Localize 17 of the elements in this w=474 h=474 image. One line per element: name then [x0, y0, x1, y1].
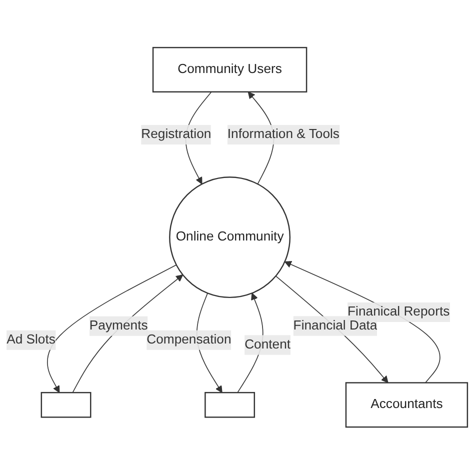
- node-box: [40, 392, 92, 418]
- edge-label: Registration: [141, 127, 212, 141]
- arrow: [47, 264, 177, 393]
- arrow: [284, 260, 440, 383]
- node-circle: Online Community: [169, 176, 291, 298]
- arrow: [72, 274, 184, 393]
- node-box: Accountants: [345, 382, 468, 428]
- edge-label: Compensation: [146, 332, 232, 346]
- edge-label: Financial Data: [293, 318, 378, 332]
- edge-label: Content: [244, 337, 291, 352]
- node-box: Community Users: [152, 46, 308, 92]
- edge-label: Ad Slots: [6, 332, 56, 346]
- node-box: [204, 392, 256, 418]
- edge-label: Finanical Reports: [348, 304, 450, 318]
- arrow: [275, 275, 388, 383]
- edge-label: Payments: [89, 318, 148, 332]
- edge-label: Information & Tools: [227, 127, 340, 141]
